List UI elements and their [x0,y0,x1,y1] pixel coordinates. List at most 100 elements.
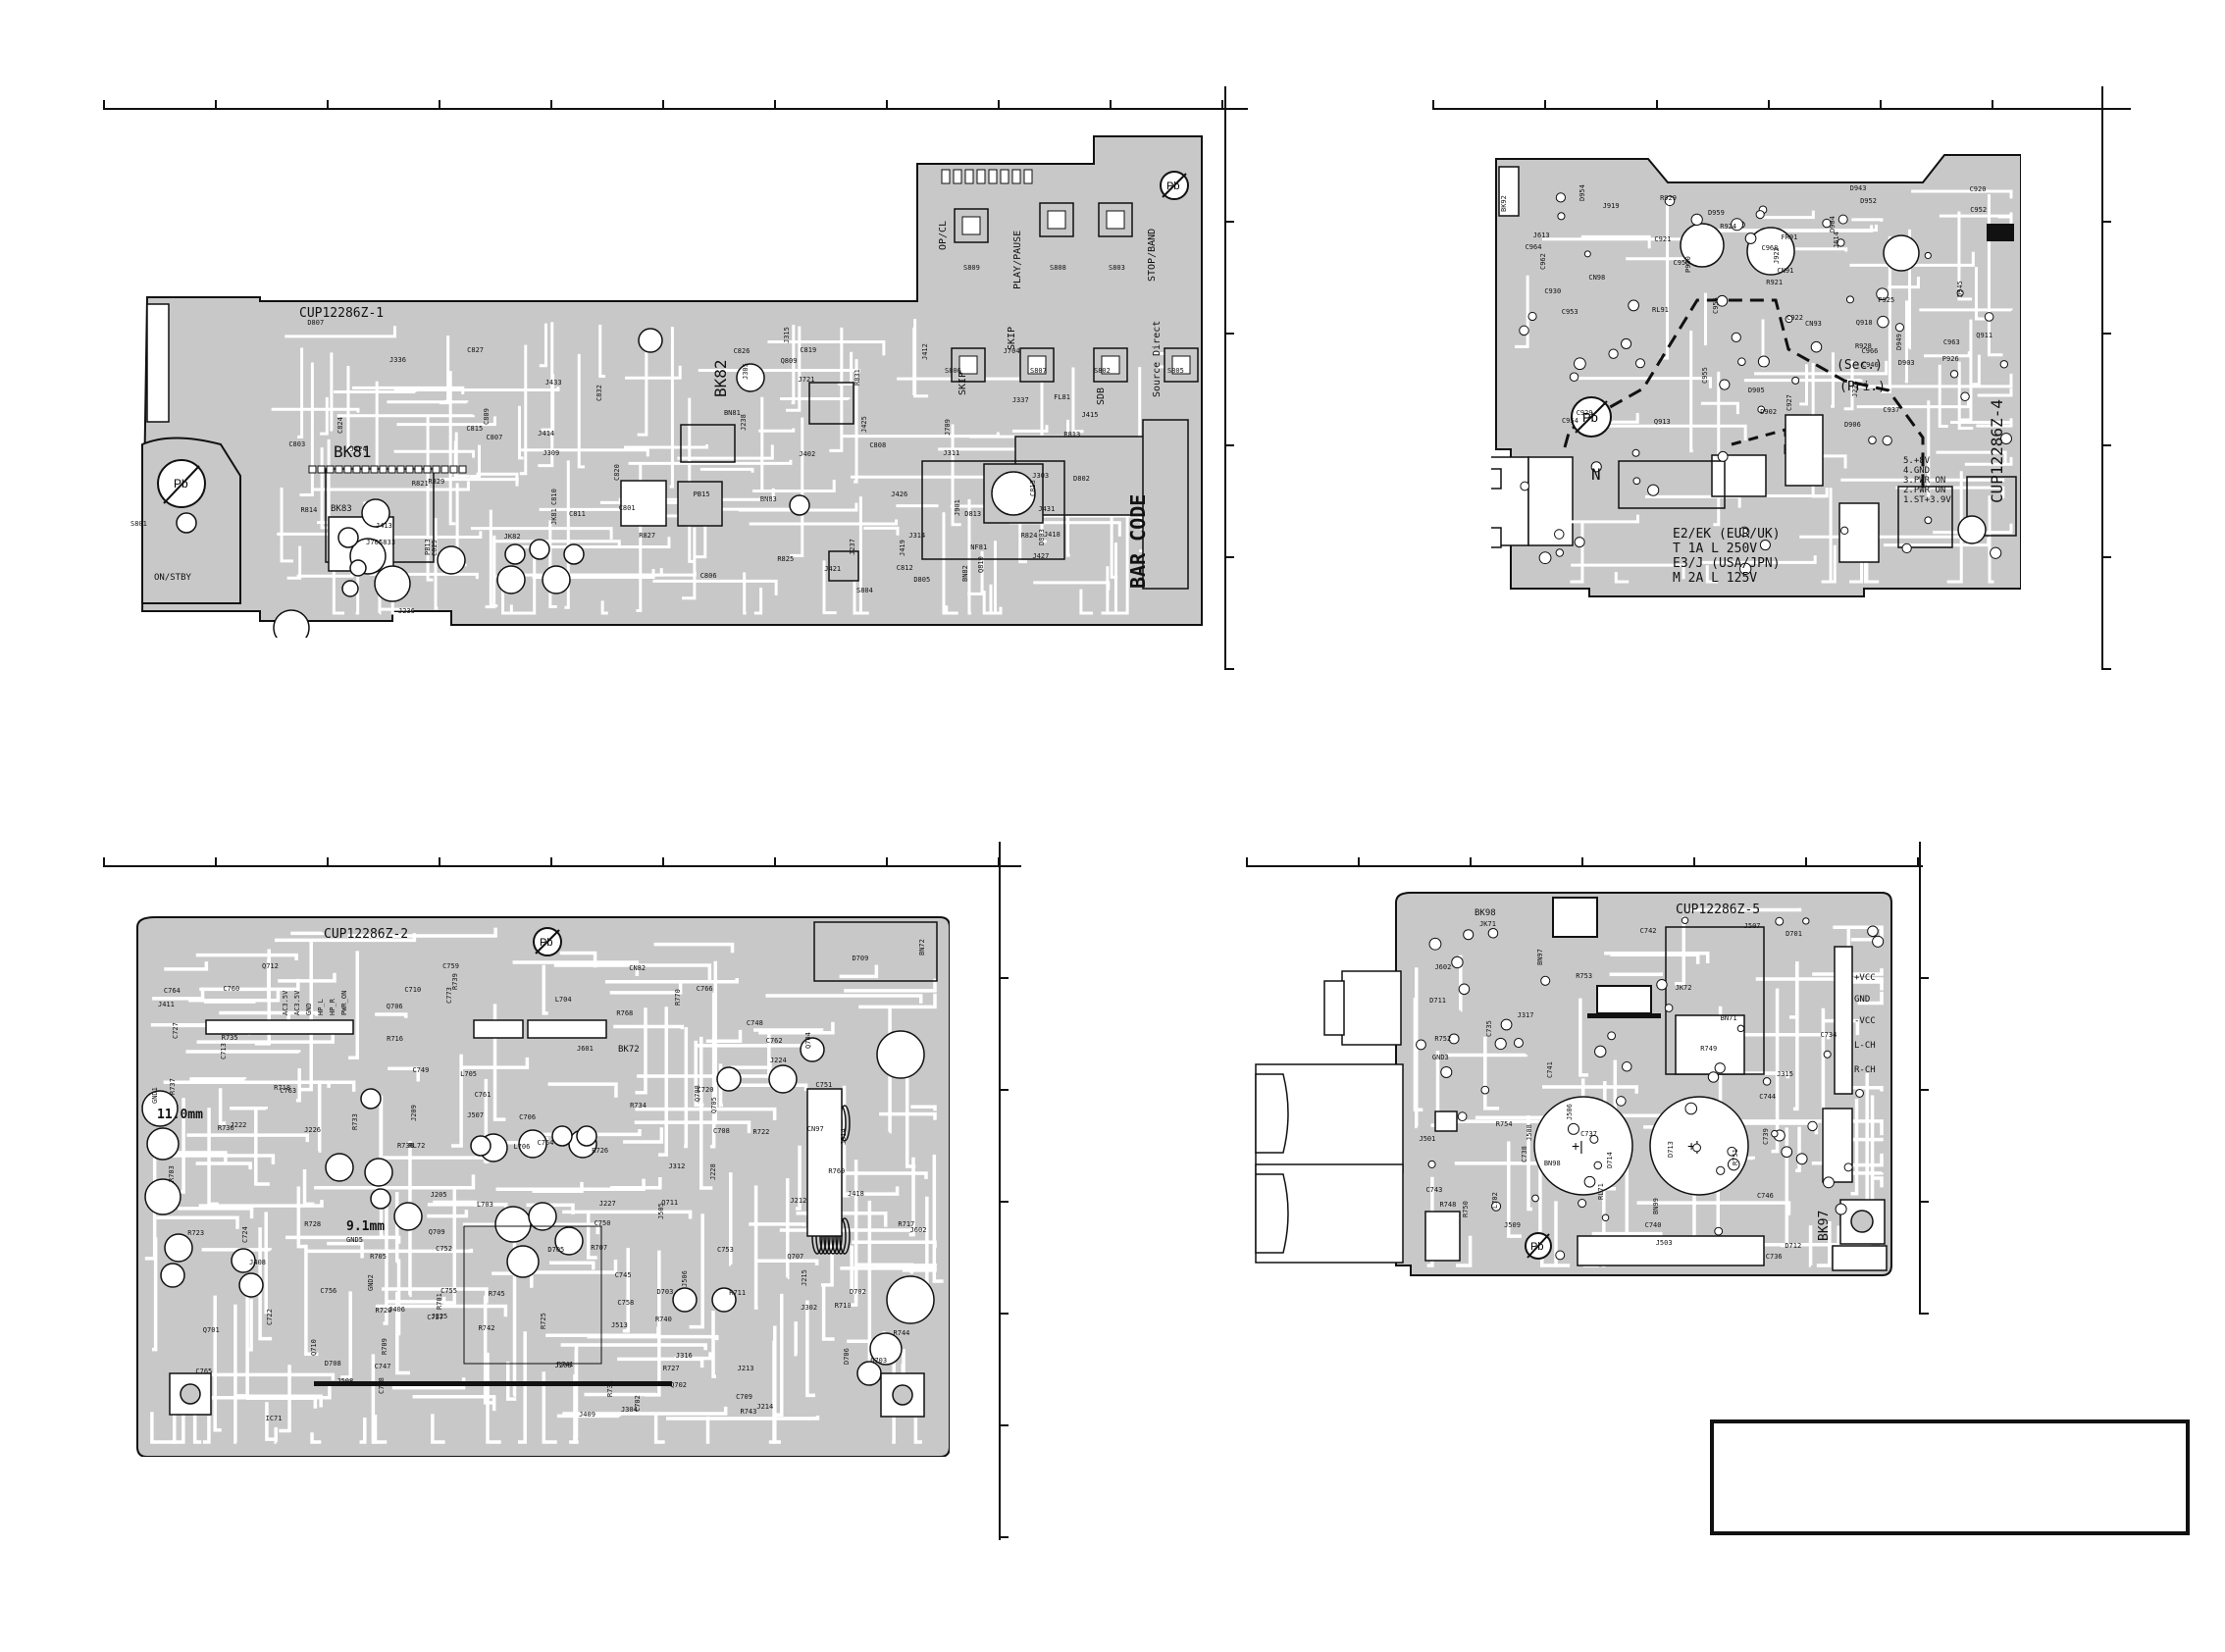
part-ref-label: C724 [240,1226,249,1243]
part-ref-label: J424 [349,444,367,453]
copper-trace [666,1416,820,1420]
part-ref-label: C745 [614,1271,632,1280]
part-ref-label: R726 [592,1146,609,1155]
ruler-tick [1919,1313,1929,1315]
part-ref-label: BN97 [1535,949,1544,965]
copper-trace [1021,514,1143,530]
via-hole [1807,1120,1818,1132]
part-ref-label: J433 [544,378,562,387]
connector-pin-label: AC3.5V [293,990,301,1015]
switch-ref-s806: S806 [945,367,961,375]
copper-trace [285,326,396,338]
via-hole [1984,312,1994,322]
copper-trace [1976,418,2013,428]
via-hole [1737,357,1746,367]
capacitor [349,559,367,577]
header-pin [396,465,405,474]
ruler-bottom-left-v [999,842,1001,1540]
header-pin [405,465,414,474]
copper-trace [484,1078,490,1164]
header-pin [964,169,974,184]
copper-trace [598,325,605,378]
ruler-bottom-left [103,865,1021,867]
via-hole [1494,1037,1507,1051]
copper-trace [314,1174,476,1190]
copper-trace [279,1365,291,1433]
connector-pin-label: PWR_ON [340,990,348,1015]
part-ref-label: Q709 [428,1227,445,1236]
copper-trace [266,958,277,1003]
board-2-mark-9mm: 9.1mm [346,1219,386,1234]
part-ref-label: J508 [1525,1123,1533,1141]
copper-trace [359,1417,367,1444]
part-ref-label: NF81 [970,542,988,551]
part-ref-label: BN83 [759,495,777,504]
copper-trace [617,1357,704,1368]
capacitor [876,1030,925,1079]
part-ref-label: C806 [699,572,717,581]
part-ref-label: C927 [1785,394,1793,412]
copper-trace [699,467,754,473]
copper-trace [628,459,793,465]
ruler-tick [774,857,776,867]
copper-trace [297,347,304,439]
ruler-tick [999,977,1009,979]
copper-trace [512,1260,618,1274]
copper-trace [1919,308,2013,312]
part-ref-label: Q703 [870,1356,888,1365]
copper-trace [1938,364,1948,428]
copper-trace [271,407,360,413]
part-ref-label: C963 [1942,337,1960,346]
switch-label-source-direct: Source Direct [1152,320,1163,397]
header-pin [941,169,951,184]
ruler-tick [103,100,105,110]
copper-trace [711,1311,717,1378]
part-ref-label: R813 [1063,431,1081,439]
capacitor [361,498,390,528]
copper-trace [569,1349,578,1444]
part-ref-label: Q710 [309,1338,318,1356]
via-hole [1736,1024,1745,1033]
part-ref-label: GND5 [346,1236,363,1245]
copper-trace [1604,952,1710,964]
via-hole [1554,529,1565,540]
via-hole [1876,287,1889,301]
via-hole [1594,1045,1607,1058]
part-ref-label: C833 [379,538,395,546]
part-ref-label: R827 [639,532,656,541]
copper-trace [1843,360,1854,411]
via-hole [1632,477,1641,486]
copper-trace [1700,401,1739,415]
part-ref-label: C755 [440,1286,457,1295]
part-ref-label: P926 [1941,355,1959,364]
via-hole [1771,1129,1779,1138]
ruler-tick [1470,857,1472,867]
connector-pin-label: HP_R [329,999,336,1015]
copper-trace [1958,319,1973,422]
copper-trace [905,1074,916,1168]
switch-ref-s803: S803 [1109,264,1125,272]
part-ref-label: R768 [616,1008,634,1017]
part-ref-label: BN99 [1652,1198,1661,1214]
capacitor [393,1202,423,1231]
part-ref-label: D702 [849,1288,866,1297]
copper-trace [442,1186,457,1305]
part-ref-label: Q706 [386,1002,403,1010]
copper-trace [1705,565,1719,584]
copper-trace [1413,997,1423,1112]
via-hole [1608,348,1619,359]
board-4-pin-legend-1: 5.+8V [1903,456,1931,466]
part-ref-label: C827 [467,345,484,354]
board-cup12286z-1: Pb Pb [113,132,1212,638]
via-hole [1727,1146,1737,1157]
copper-trace [1743,379,1863,383]
via-hole [1872,935,1885,948]
part-ref-label: C738 [1521,1145,1529,1162]
part-ref-label: D709 [852,954,869,962]
copper-trace [483,1295,492,1405]
copper-trace [451,1054,463,1148]
board-2-outline: Pb [136,916,950,1457]
part-ref-label: R753 [1576,971,1593,980]
copper-trace [1106,566,1112,615]
copper-trace [945,605,958,615]
